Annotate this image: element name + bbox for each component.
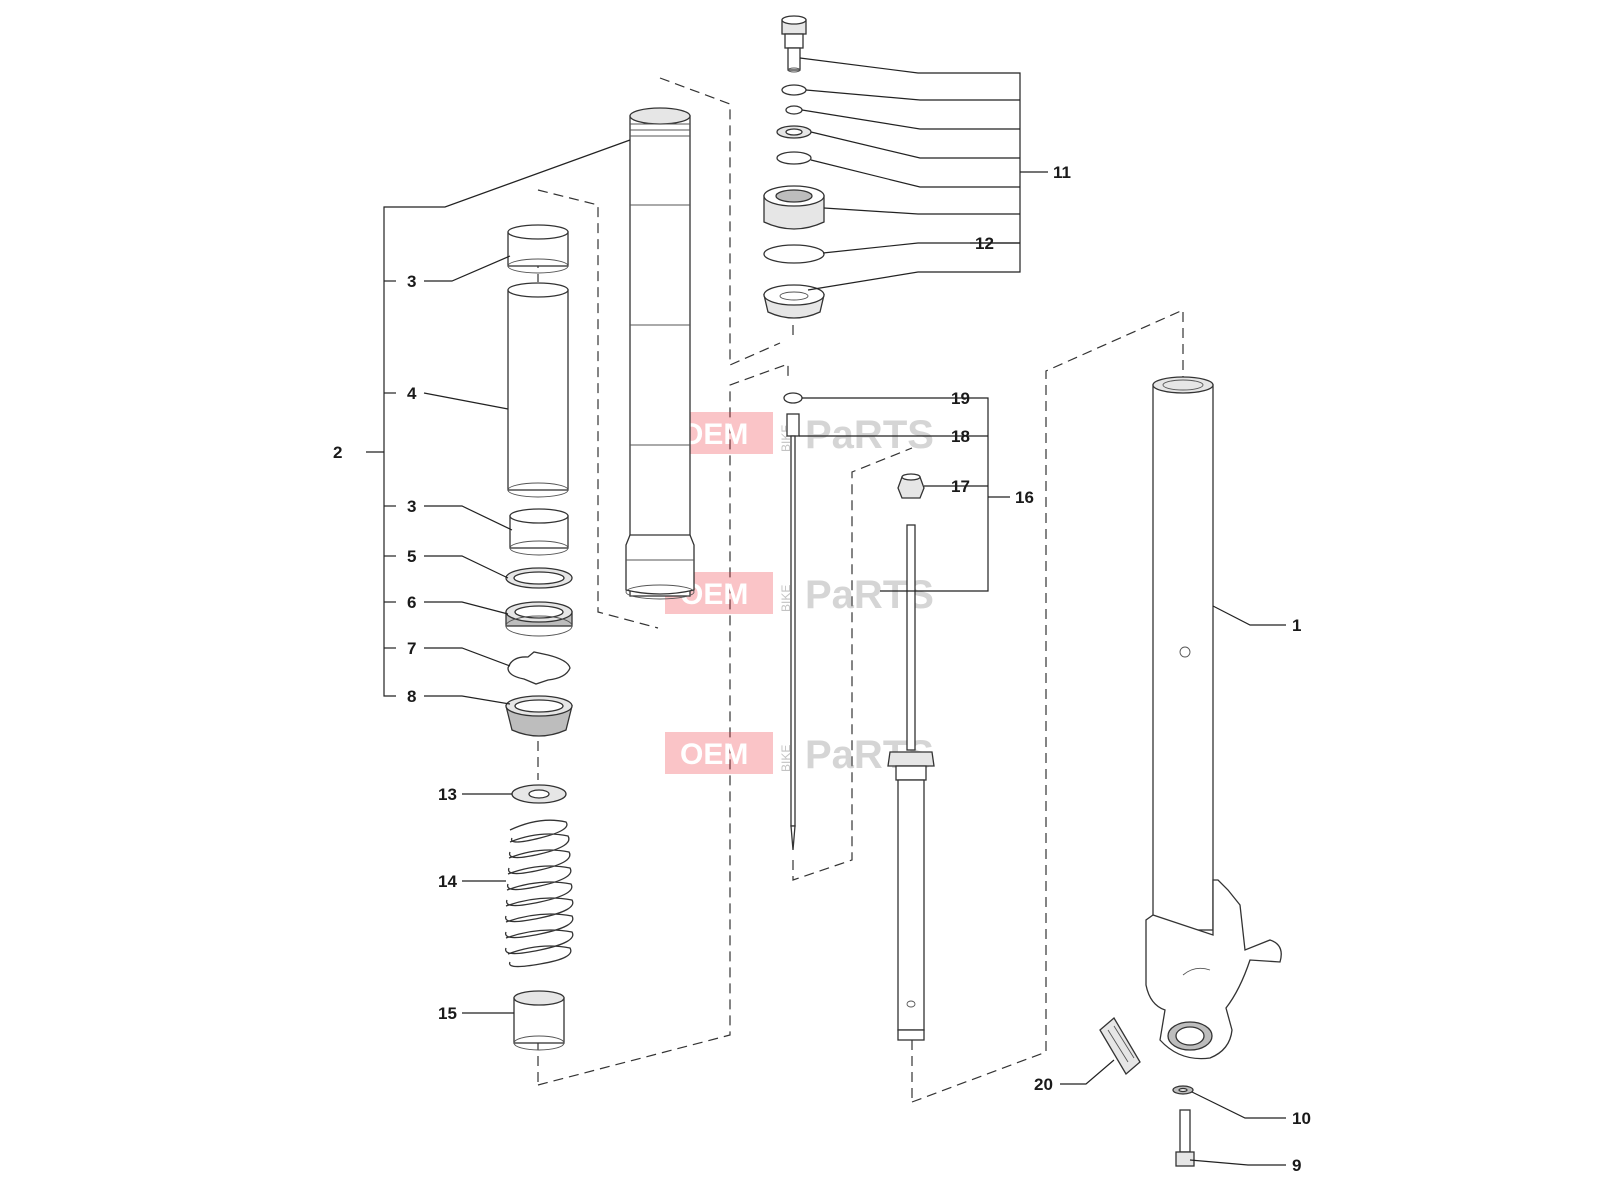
callout-4: 4 (407, 384, 417, 403)
assembly-guide-lines (537, 77, 1184, 1103)
part-retaining-clip (507, 651, 571, 685)
part-cap-seat (763, 284, 825, 319)
callout-6: 6 (407, 593, 416, 612)
callout-14: 14 (438, 872, 457, 891)
watermark-brand-right: PaRTS (805, 413, 934, 457)
callout-8: 8 (407, 687, 416, 706)
leader-lines (366, 57, 1286, 1166)
callout-11: 11 (1053, 163, 1071, 182)
part-bushing-upper (507, 224, 569, 274)
part-sealing-washer (1172, 1085, 1194, 1095)
part-outer-tube (625, 107, 695, 600)
part-fork-lower-leg (1145, 376, 1282, 1060)
callout-20: 20 (1034, 1075, 1053, 1094)
part-cap-bearing (763, 185, 825, 230)
part-washer (505, 567, 573, 589)
part-cap-o-ring-large (763, 244, 825, 264)
watermark-brand-left: OEM (680, 418, 748, 451)
part-lock-nut (897, 473, 925, 499)
callout-2: 2 (333, 443, 342, 462)
callout-18: 18 (951, 427, 970, 446)
callout-10: 10 (1292, 1109, 1311, 1128)
callout-7: 7 (407, 639, 416, 658)
part-rod-o-ring (783, 392, 803, 404)
part-fork-spring (505, 819, 574, 968)
part-cap-washer (776, 125, 812, 139)
part-spacer (513, 990, 565, 1051)
part-cap-o-ring-2 (785, 105, 803, 115)
part-inner-tube (507, 282, 569, 498)
part-spring-washer (511, 784, 567, 804)
part-cap-circlip (776, 151, 812, 165)
callout-3-upper: 3 (407, 272, 416, 291)
callout-1: 1 (1292, 616, 1301, 635)
callout-19: 19 (951, 389, 970, 408)
watermark-bike-text: BIKE (779, 585, 793, 612)
callout-12: 12 (975, 234, 994, 253)
part-fork-cap-bolt (781, 15, 807, 73)
part-oil-seal (505, 601, 573, 637)
watermark-brand-left: OEM (680, 738, 748, 771)
part-damper-cartridge (887, 524, 935, 1041)
part-label-decal (1099, 1017, 1141, 1075)
callout-3-lower: 3 (407, 497, 416, 516)
watermark-bike-text: BIKE (779, 745, 793, 772)
part-cap-o-ring-1 (781, 84, 807, 96)
part-dust-seal (505, 695, 573, 737)
callout-9: 9 (1292, 1156, 1301, 1175)
watermark: OEM BIKE PaRTS OEM BIKE PaRTS OEM BIKE P… (665, 412, 934, 777)
callout-13: 13 (438, 785, 457, 804)
part-bushing-lower (509, 508, 569, 556)
part-bottom-bolt (1175, 1109, 1195, 1167)
callout-5: 5 (407, 547, 416, 566)
callout-17: 17 (951, 477, 970, 496)
part-adjuster-rod (786, 413, 800, 851)
callout-numbers: 1 2 3 4 3 5 6 7 8 9 10 11 12 13 14 15 16… (333, 163, 1311, 1175)
callout-16: 16 (1015, 488, 1034, 507)
callout-15: 15 (438, 1004, 457, 1023)
watermark-row-2: OEM BIKE PaRTS (665, 572, 934, 617)
